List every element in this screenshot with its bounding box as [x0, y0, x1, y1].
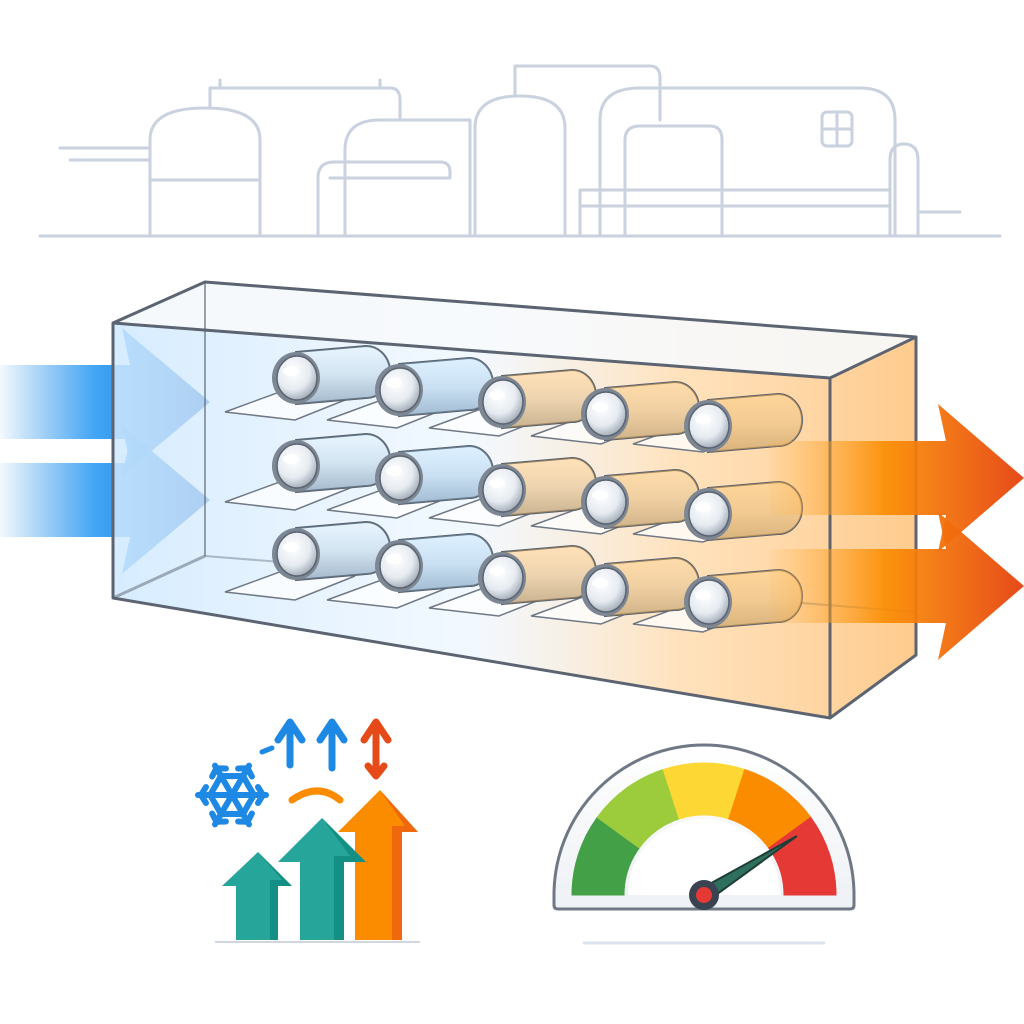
tube	[581, 556, 700, 618]
tube	[272, 432, 391, 494]
tube	[684, 392, 803, 454]
hot-outlet-arrows	[770, 404, 1024, 660]
tube	[478, 544, 597, 606]
small-up-arrow-1	[274, 718, 306, 769]
small-up-arrow-2	[316, 718, 348, 772]
snowflake-icon	[195, 762, 269, 828]
gauge-segment	[768, 816, 837, 896]
hot-outlet-arrow	[770, 512, 1024, 660]
factory-sketch	[38, 64, 1002, 238]
tube	[375, 532, 494, 594]
gauge-icon	[552, 743, 856, 945]
tube	[581, 380, 700, 442]
tube	[478, 368, 597, 430]
tube	[375, 356, 494, 418]
tube	[375, 444, 494, 506]
tube	[478, 456, 597, 518]
tube	[272, 344, 391, 406]
rising-arrows-icon	[215, 718, 420, 943]
big-arrow-orange	[338, 790, 418, 940]
hot-outlet-arrow	[770, 404, 1024, 552]
tube	[581, 468, 700, 530]
small-arrow-teal	[222, 852, 292, 940]
tube	[272, 520, 391, 582]
small-updown-arrow	[360, 718, 392, 780]
big-arrow-teal	[278, 818, 366, 940]
